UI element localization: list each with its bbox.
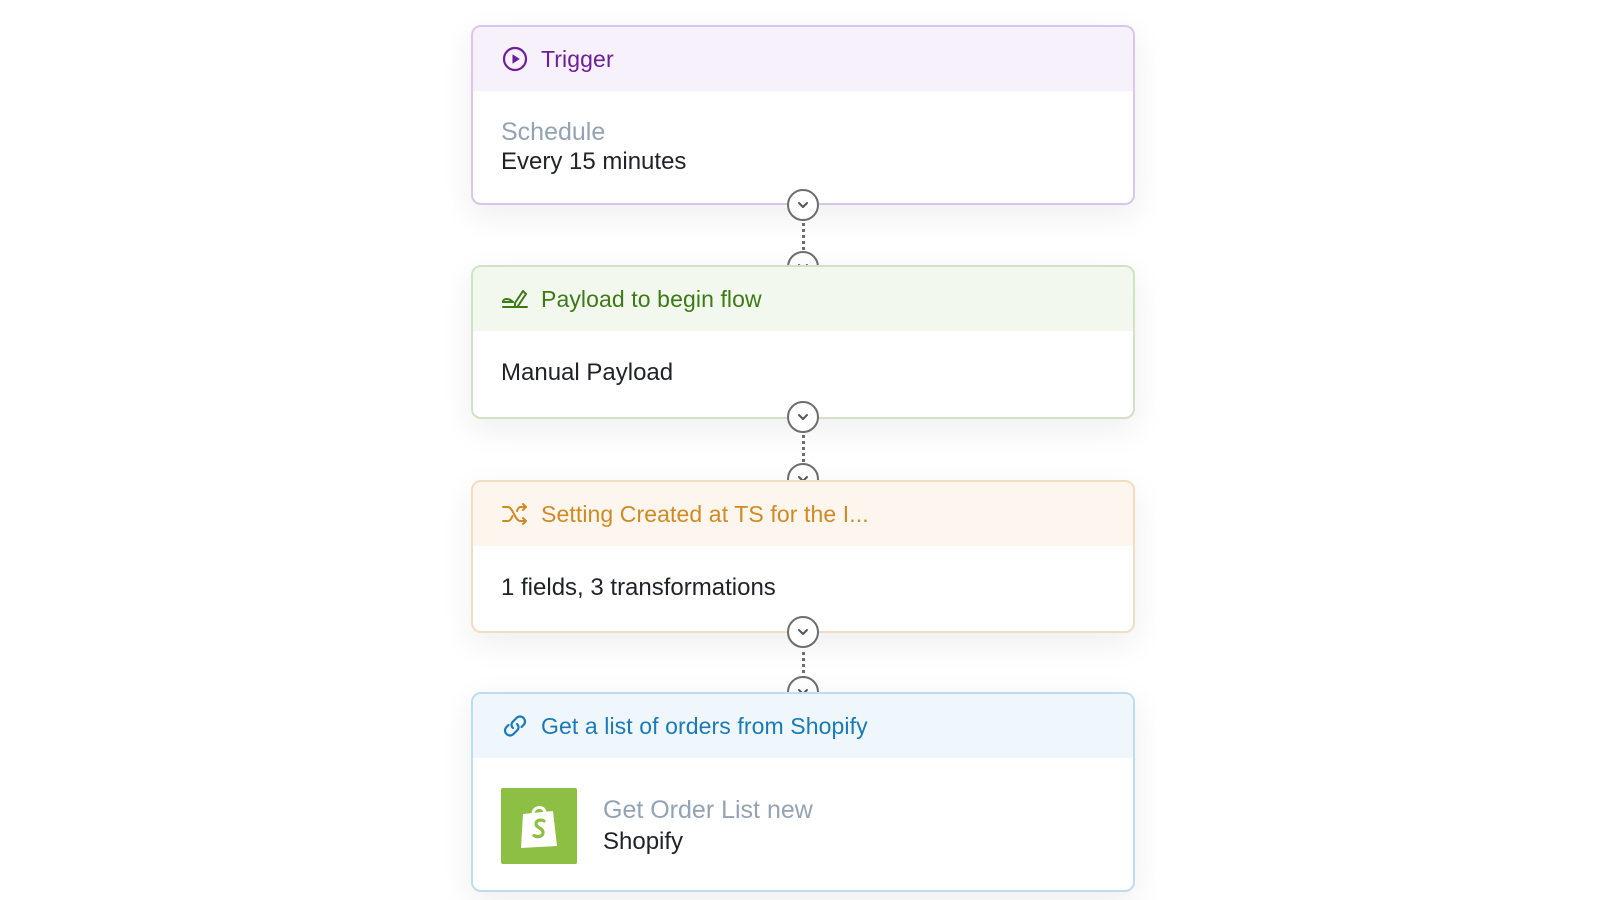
shopify-step-subtitle: Get Order List new (603, 796, 813, 824)
chevron-down-icon[interactable] (787, 401, 819, 433)
shopify-step-title: Get a list of orders from Shopify (541, 712, 868, 739)
trigger-step-subtitle: Schedule (501, 118, 606, 146)
connector-line (802, 645, 805, 685)
shuffle-icon (501, 500, 529, 528)
shopify-step-text: Get Order List new Shopify (603, 794, 813, 858)
transform-step-title: Setting Created at TS for the I... (541, 500, 869, 527)
trigger-step-card[interactable]: Trigger Schedule Every 15 minutes (471, 25, 1135, 205)
play-circle-icon (501, 45, 529, 73)
payload-step-body: Manual Payload (473, 331, 1133, 388)
transform-step-card[interactable]: Setting Created at TS for the I... 1 fie… (471, 480, 1135, 633)
transform-step-value: 1 fields, 3 transformations (501, 574, 776, 601)
payload-step-title: Payload to begin flow (541, 285, 762, 312)
shopify-step-header: Get a list of orders from Shopify (473, 694, 1133, 758)
connector-line (802, 430, 805, 474)
shopify-logo (501, 788, 577, 864)
transform-step-header: Setting Created at TS for the I... (473, 482, 1133, 546)
chevron-down-icon[interactable] (787, 189, 819, 221)
transform-step-body: 1 fields, 3 transformations (473, 546, 1133, 603)
shopify-step-value: Shopify (603, 828, 684, 855)
link-icon (501, 712, 529, 740)
payload-step-header: Payload to begin flow (473, 267, 1133, 331)
trigger-step-body: Schedule Every 15 minutes (473, 91, 1133, 177)
payload-icon (501, 285, 529, 313)
trigger-step-header: Trigger (473, 27, 1133, 91)
shopify-step-card[interactable]: Get a list of orders from Shopify Get Or… (471, 692, 1135, 892)
chevron-down-icon[interactable] (787, 616, 819, 648)
connector-line (802, 218, 805, 262)
payload-step-value: Manual Payload (501, 359, 674, 386)
payload-step-card[interactable]: Payload to begin flow Manual Payload (471, 265, 1135, 419)
shopify-step-body: Get Order List new Shopify (473, 758, 1133, 864)
trigger-step-title: Trigger (541, 45, 614, 72)
trigger-step-value: Every 15 minutes (501, 148, 687, 175)
